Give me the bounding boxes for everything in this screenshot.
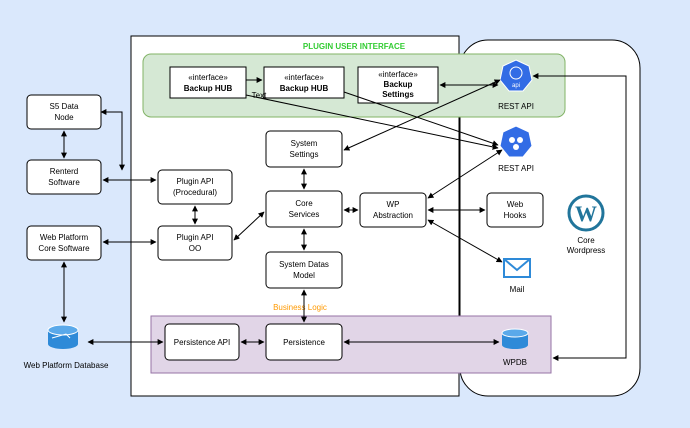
node-label: WPDB: [503, 358, 527, 367]
renterd-software-node[interactable]: Renterd Software: [26, 159, 102, 195]
wp-abstraction-node[interactable]: WP Abstraction: [359, 192, 427, 228]
node-label-line2: Wordpress: [567, 246, 606, 255]
node-label: Mail: [510, 285, 525, 294]
business-logic-title: Business Logic: [273, 303, 327, 312]
core-services-node[interactable]: Core Services: [265, 190, 343, 228]
edge-settings-resttop: [343, 79, 501, 151]
edge-label: Text: [252, 91, 267, 100]
persistence-node[interactable]: Persistence: [265, 323, 343, 361]
node-label-line2: Core Software: [38, 244, 90, 253]
node-label-line2: Services: [289, 210, 320, 219]
rest-api-mid[interactable]: REST API: [498, 125, 534, 173]
node-label-line1: Plugin API: [177, 177, 214, 186]
node-label: REST API: [498, 164, 534, 173]
edge-wpabs-restmid: [427, 149, 503, 199]
node-label: Web Platform Database: [24, 361, 109, 370]
node-label-line1: Core: [295, 199, 313, 208]
node-label: REST API: [498, 102, 534, 111]
web-platform-core-node[interactable]: Web Platform Core Software: [26, 225, 102, 261]
edge-oo-core: [233, 211, 265, 241]
node-label-line1: Plugin API: [177, 233, 214, 242]
mail[interactable]: Mail: [503, 258, 531, 294]
connectors: [61, 73, 627, 361]
node-label-line2: Hooks: [504, 211, 527, 220]
mail-icon: [503, 258, 531, 278]
node-label-line2: Settings: [290, 150, 319, 159]
node-label: Persistence: [283, 338, 325, 347]
plugin-api-procedural-node[interactable]: Plugin API (Procedural): [157, 169, 233, 205]
interface-stereotype: «interface»: [378, 70, 418, 79]
interface-name-line1: Backup: [384, 80, 413, 89]
core-wordpress[interactable]: W Core Wordpress: [567, 194, 606, 255]
node-label-line1: System Datas: [279, 260, 329, 269]
edge-hub2-restmid: [343, 91, 499, 147]
database-icon: [501, 328, 529, 349]
kubernetes-api-icon: api: [499, 59, 533, 92]
plugin-ui-title: PLUGIN USER INTERFACE: [303, 42, 406, 51]
node-label-line2: Software: [48, 178, 80, 187]
system-settings-node[interactable]: System Settings: [265, 130, 343, 168]
node-label-line2: Abstraction: [373, 211, 413, 220]
interface-name-line2: Settings: [382, 90, 414, 99]
node-label-line1: System: [291, 139, 318, 148]
node-label: Persistence API: [174, 338, 230, 347]
wordpress-logo-letter: W: [575, 201, 597, 226]
plugin-api-oo-node[interactable]: Plugin API OO: [157, 225, 233, 261]
edge-hub1-restmid: [245, 94, 499, 150]
edge-s5-bus: [100, 109, 125, 171]
wpdb[interactable]: WPDB: [501, 328, 529, 367]
rest-api-top[interactable]: api REST API: [498, 59, 534, 111]
web-hooks-node[interactable]: Web Hooks: [486, 192, 544, 228]
kubernetes-api-icon: [499, 125, 533, 158]
s5-data-node[interactable]: S5 Data Node: [26, 94, 102, 130]
node-label-line2: (Procedural): [173, 188, 217, 197]
node-label-line2: OO: [189, 244, 201, 253]
edge-resttop-wpdb: [532, 73, 627, 361]
node-label-line1: Core: [577, 236, 595, 245]
node-label-line1: Web: [507, 200, 524, 209]
node-label-line1: Web Platform: [40, 233, 89, 242]
node-label-line2: Node: [54, 113, 74, 122]
interface-backup-settings[interactable]: «interface» Backup Settings: [357, 66, 439, 104]
edge-wpabs-mail: [427, 219, 503, 263]
node-label-line1: WP: [387, 200, 400, 209]
api-badge: api: [512, 83, 520, 89]
node-label-line1: Renterd: [50, 167, 78, 176]
node-label-line2: Model: [293, 271, 315, 280]
interface-backup-hub-2[interactable]: «interface» Backup HUB: [263, 66, 345, 99]
persistence-api-node[interactable]: Persistence API: [164, 323, 240, 361]
interface-stereotype: «interface»: [188, 73, 228, 82]
node-label-line1: S5 Data: [50, 102, 79, 111]
system-datas-model-node[interactable]: System Datas Model: [265, 251, 343, 289]
database-icon: [47, 324, 79, 349]
interface-name: Backup HUB: [280, 84, 329, 93]
web-platform-database[interactable]: Web Platform Database: [24, 324, 109, 370]
interface-stereotype: «interface»: [284, 73, 324, 82]
interface-name: Backup HUB: [184, 84, 233, 93]
wordpress-logo: W: [567, 194, 605, 232]
interface-backup-hub-1[interactable]: «interface» Backup HUB: [169, 66, 247, 99]
